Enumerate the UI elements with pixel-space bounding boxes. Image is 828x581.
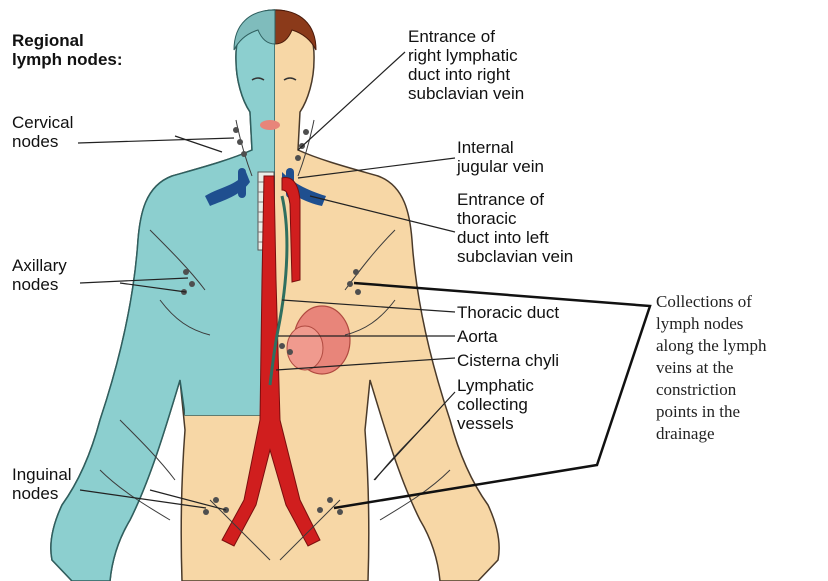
mouth (260, 120, 280, 130)
inguinal-nodes-label: Inguinal nodes (12, 465, 72, 503)
lymphatic-collecting-vessels-label: Lymphatic collecting vessels (457, 376, 534, 433)
right-lymphatic-entrance-label: Entrance of right lymphatic duct into ri… (408, 27, 524, 103)
axillary-nodes-label: Axillary nodes (12, 256, 67, 294)
cisterna-chyli-label: Cisterna chyli (457, 351, 559, 370)
internal-jugular-vein-label: Internal jugular vein (457, 138, 544, 176)
thoracic-duct-entrance-label: Entrance of thoracic duct into left subc… (457, 190, 573, 266)
regional-lymph-nodes-title: Regional lymph nodes: (12, 31, 123, 69)
lymph-node-collections-annotation: Collections of lymph nodes along the lym… (656, 291, 766, 445)
aorta-label: Aorta (457, 327, 498, 346)
cervical-nodes-label: Cervical nodes (12, 113, 73, 151)
thoracic-duct-label: Thoracic duct (457, 303, 559, 322)
